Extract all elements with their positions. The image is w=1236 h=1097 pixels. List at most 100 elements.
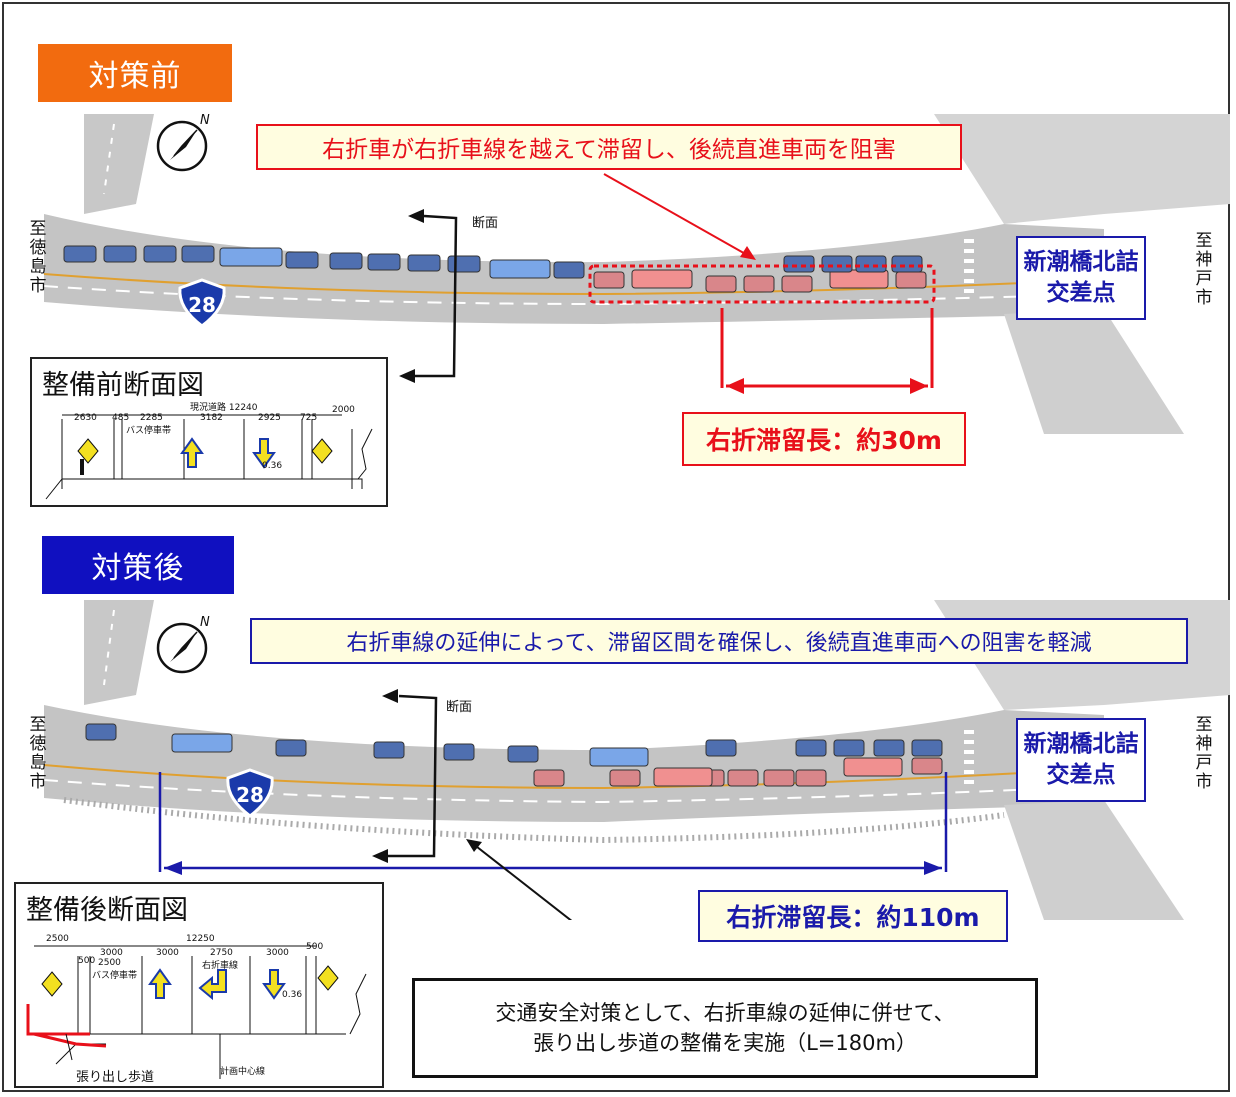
center-line-label: 計画中心線: [220, 1067, 266, 1077]
dim-5: 500: [306, 942, 324, 952]
dest-char: 徳: [29, 238, 47, 258]
car: [911, 739, 943, 757]
car: [781, 275, 813, 293]
car: [593, 271, 625, 289]
dim-0: 2630: [74, 413, 97, 423]
car: [329, 252, 363, 270]
lane-label: バス停車帯: [92, 971, 138, 981]
dim-6: 2000: [332, 405, 355, 415]
dest-char: 至: [1195, 715, 1213, 735]
misc-label: 0.36: [282, 990, 303, 1000]
car: [373, 741, 405, 759]
car: [609, 769, 641, 787]
before-panel-title: 整備前断面図: [42, 370, 204, 401]
dim-6: 500: [78, 956, 96, 966]
svg-text:N: N: [200, 615, 210, 630]
car: [103, 245, 137, 263]
truck: [171, 733, 233, 753]
car: [795, 769, 827, 787]
before-dest-right: 至神戸市: [1194, 232, 1214, 308]
truck: [843, 757, 903, 777]
dim-5: 725: [300, 413, 318, 423]
intersection-suffix: 交差点: [1046, 762, 1116, 788]
car: [821, 255, 853, 273]
after-callout: 右折車線の延伸によって、滞留区間を確保し、後続直進車両への阻害を軽減: [250, 618, 1188, 664]
car: [507, 745, 539, 763]
dest-char: 市: [29, 772, 47, 792]
after-section-panel: 整備後断面図 12250 2500 3000 3000 2750 3000 50…: [14, 882, 384, 1088]
dest-char: 市: [1195, 288, 1213, 308]
dest-char: 神: [1195, 734, 1213, 754]
safety-note: 交通安全対策として、右折車線の延伸に併せて、 張り出し歩道の整備を実施（L=18…: [412, 978, 1038, 1078]
car: [143, 245, 177, 263]
car: [833, 739, 865, 757]
route-number: 28: [188, 293, 216, 317]
after-queue-length-label: 右折滞留長：約110m: [698, 890, 1008, 942]
car: [705, 739, 737, 757]
after-heading: 対策後: [42, 536, 234, 594]
car: [285, 251, 319, 269]
car: [891, 255, 923, 273]
before-callout: 右折車が右折車線を越えて滞留し、後続直進車両を阻害: [256, 124, 962, 170]
before-section-label: 断面: [472, 216, 499, 231]
dest-char: 至: [29, 219, 47, 239]
route-shield-icon: 28: [178, 278, 226, 328]
before-road-map: [43, 114, 1230, 434]
route-shield-icon: 28: [226, 768, 274, 818]
dest-char: 市: [1195, 772, 1213, 792]
before-heading: 対策前: [38, 44, 232, 102]
car: [895, 271, 927, 289]
car: [727, 769, 759, 787]
turn-lane-label: 右折車線: [202, 961, 239, 971]
dim-3: 2750: [210, 948, 233, 958]
car: [407, 254, 441, 272]
intersection-name: 新潮橋北詰: [1023, 730, 1139, 757]
lane-label: バス停車帯: [126, 426, 172, 436]
dest-char: 戸: [1195, 269, 1213, 289]
dest-char: 徳: [29, 734, 47, 754]
car: [367, 253, 401, 271]
before-queue-length-label: 右折滞留長：約30m: [682, 412, 966, 466]
intersection-suffix: 交差点: [1046, 280, 1116, 306]
dest-char: 戸: [1195, 753, 1213, 773]
after-intersection-label: 新潮橋北詰 交差点: [1016, 718, 1146, 802]
note-line-2: 張り出し歩道の整備を実施（L=180m）: [533, 1031, 917, 1055]
car: [795, 739, 827, 757]
truck: [589, 747, 649, 767]
dest-char: 島: [29, 257, 47, 277]
truck: [489, 259, 551, 279]
dim-0: 2500: [46, 934, 69, 944]
after-dest-right: 至神戸市: [1194, 716, 1214, 792]
truck: [631, 269, 693, 289]
dest-char: 至: [29, 715, 47, 735]
car: [85, 723, 117, 741]
dest-char: 至: [1195, 231, 1213, 251]
after-section-label: 断面: [446, 700, 473, 715]
car: [873, 739, 905, 757]
dest-char: 神: [1195, 250, 1213, 270]
route-number: 28: [236, 783, 264, 807]
car: [275, 739, 307, 757]
car: [447, 255, 481, 273]
car: [533, 769, 565, 787]
dim-4: 3000: [266, 948, 289, 958]
dims-top: 現況道路 12240: [190, 403, 258, 413]
intersection-name: 新潮橋北詰: [1023, 248, 1139, 275]
truck: [653, 767, 713, 787]
car: [911, 757, 943, 775]
after-panel-title: 整備後断面図: [26, 895, 188, 926]
truck: [219, 247, 283, 267]
dim-7: 2500: [98, 958, 121, 968]
car: [783, 255, 815, 273]
dim-1: 485: [112, 413, 130, 423]
dims-top: 12250: [186, 934, 215, 944]
before-section-panel: 整備前断面図 現況道路 12240 2630 485 2285 3182 292…: [30, 357, 388, 507]
before-intersection-label: 新潮橋北詰 交差点: [1016, 236, 1146, 320]
car: [855, 255, 887, 273]
car: [63, 245, 97, 263]
dim-4: 2925: [258, 413, 281, 423]
car: [705, 275, 737, 293]
dim-2: 2285: [140, 413, 163, 423]
note-line-1: 交通安全対策として、右折車線の延伸に併せて、: [495, 1000, 955, 1025]
